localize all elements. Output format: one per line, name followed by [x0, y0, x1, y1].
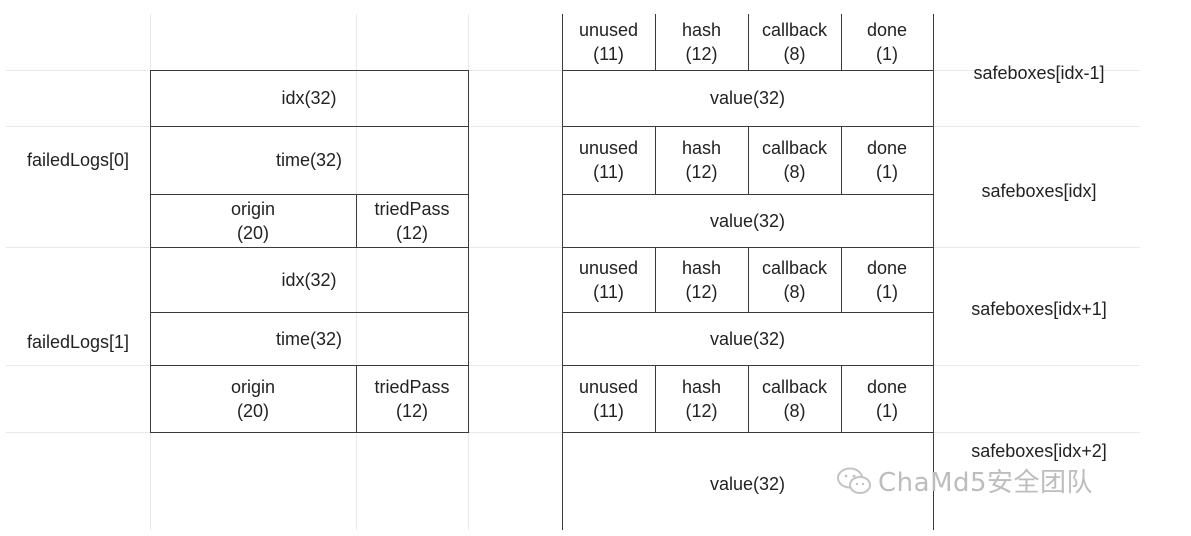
failedlog-0-idx-cell: idx(32) [150, 70, 468, 126]
safebox-2-callback-cell: callback (8) [748, 247, 841, 312]
field-name: hash [681, 257, 722, 278]
safebox-3-done-cell: done (1) [841, 365, 933, 432]
wechat-icon [837, 467, 871, 494]
safebox-1-done-cell: done (1) [841, 126, 933, 194]
field-bits: (12) [685, 400, 718, 421]
failedlogs-1-label: failedLogs[1] [26, 332, 130, 352]
field-name: callback [761, 376, 828, 397]
field-bits: (11) [593, 162, 624, 182]
field-bits: (12) [685, 44, 718, 64]
field-bits: (12) [395, 400, 428, 421]
field-name: unused [578, 20, 639, 40]
safebox-0-unused-cell: unused (11) [562, 14, 655, 70]
safebox-2-unused-cell: unused (11) [562, 247, 655, 312]
field-name: hash [681, 376, 722, 397]
field-name: triedPass [374, 198, 450, 219]
field-name: triedPass [374, 376, 450, 397]
field-label: idx(32) [281, 88, 337, 108]
failedlog-1-time-cell: time(32) [150, 312, 468, 365]
field-name: done [866, 376, 908, 397]
field-name: unused [578, 376, 639, 397]
safebox-2-done-cell: done (1) [841, 247, 933, 312]
field-name: done [866, 138, 908, 158]
safebox-3-hash-cell: hash (12) [655, 365, 748, 432]
safebox-1-value-cell: value(32) [562, 194, 933, 247]
field-name: origin [230, 376, 276, 397]
field-bits: (12) [685, 162, 718, 182]
field-name: hash [681, 20, 722, 40]
safebox-0-done-cell: done (1) [841, 14, 933, 70]
field-label: idx(32) [281, 269, 337, 290]
field-bits: (20) [236, 222, 269, 243]
safebox-0-callback-cell: callback (8) [748, 14, 841, 70]
field-bits: (8) [783, 162, 806, 182]
failedlogs-0-label: failedLogs[0] [26, 150, 130, 170]
field-bits: (1) [876, 162, 898, 182]
safeboxes-idx-plus-2-label: safeboxes[idx+2] [971, 441, 1107, 461]
field-bits: (8) [783, 44, 806, 64]
safebox-1-callback-cell: callback (8) [748, 126, 841, 194]
field-name: done [866, 257, 908, 278]
field-bits: (8) [783, 281, 806, 302]
safeboxes-idx-plus-1-label: safeboxes[idx+1] [971, 299, 1107, 319]
field-bits: (12) [685, 281, 718, 302]
field-bits: (20) [236, 400, 269, 421]
failedlog-0-triedpass-cell: triedPass (12) [356, 194, 468, 247]
field-bits: (11) [593, 400, 624, 421]
safebox-1-unused-cell: unused (11) [562, 126, 655, 194]
field-name: unused [578, 257, 639, 278]
safebox-0-hash-cell: hash (12) [655, 14, 748, 70]
field-name: callback [761, 20, 828, 40]
safeboxes-idx-label: safeboxes[idx] [981, 181, 1097, 201]
field-name: callback [761, 138, 828, 158]
field-label: time(32) [275, 150, 342, 170]
field-label: value(32) [709, 88, 786, 108]
failedlog-1-origin-cell: origin (20) [150, 365, 356, 432]
safebox-3-unused-cell: unused (11) [562, 365, 655, 432]
field-bits: (8) [783, 400, 806, 421]
field-label: time(32) [275, 328, 342, 349]
failedlog-1-triedpass-cell: triedPass (12) [356, 365, 468, 432]
failedlog-0-origin-cell: origin (20) [150, 194, 356, 247]
field-bits: (1) [876, 44, 898, 64]
field-name: done [866, 20, 908, 40]
field-label: value(32) [709, 474, 786, 494]
safebox-1-hash-cell: hash (12) [655, 126, 748, 194]
failedlog-0-time-cell: time(32) [150, 126, 468, 194]
safebox-0-value-cell: value(32) [562, 70, 933, 126]
field-name: unused [578, 138, 639, 158]
field-bits: (11) [593, 44, 624, 64]
failedlog-1-idx-cell: idx(32) [150, 247, 468, 312]
field-bits: (1) [876, 400, 898, 421]
field-bits: (12) [395, 222, 428, 243]
safebox-2-value-cell: value(32) [562, 312, 933, 365]
field-bits: (11) [593, 281, 624, 302]
field-bits: (1) [876, 281, 898, 302]
field-name: hash [681, 138, 722, 158]
watermark: ChaMd5安全团队 [836, 462, 1093, 499]
field-name: callback [761, 257, 828, 278]
watermark-text: ChaMd5安全团队 [878, 468, 1094, 498]
field-label: value(32) [709, 210, 786, 231]
field-name: origin [230, 198, 276, 219]
safebox-2-hash-cell: hash (12) [655, 247, 748, 312]
safeboxes-idx-minus-1-label: safeboxes[idx-1] [973, 63, 1105, 83]
safebox-3-callback-cell: callback (8) [748, 365, 841, 432]
safebox-3-value-cell: value(32) [562, 432, 933, 536]
field-label: value(32) [709, 328, 786, 349]
